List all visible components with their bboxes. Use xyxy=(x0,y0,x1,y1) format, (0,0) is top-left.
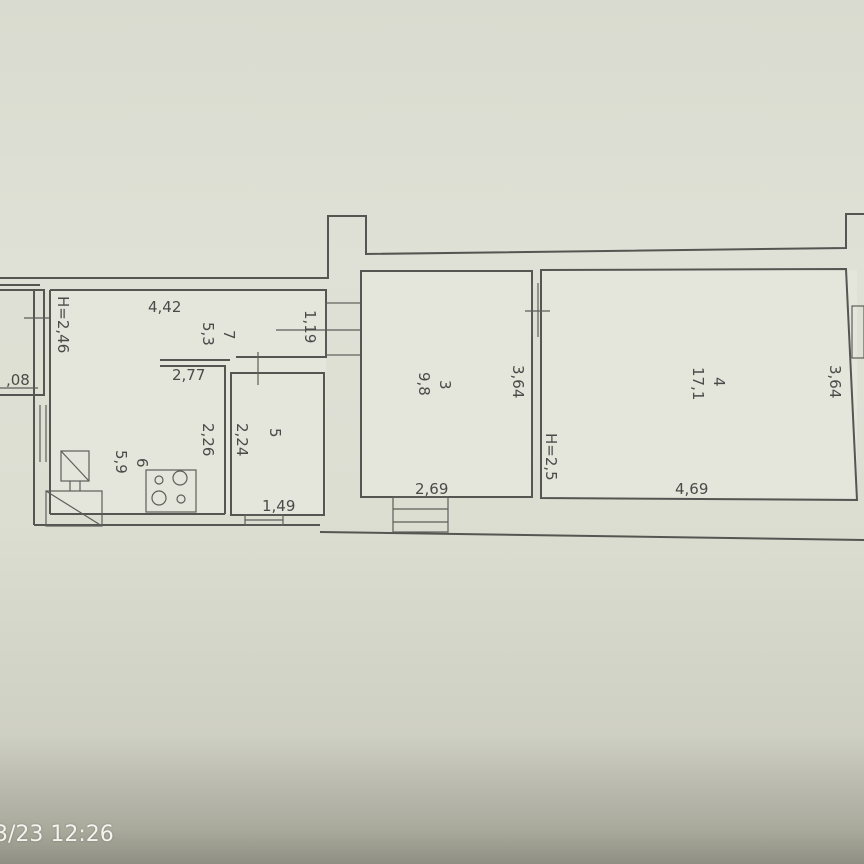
height-right: H=2,5 xyxy=(542,433,560,481)
dim-kitchen-depth: 2,26 xyxy=(199,423,217,456)
dim-bathroom-width: 1,49 xyxy=(262,497,295,515)
room-3 xyxy=(360,270,533,533)
room-area-7: 5,3 xyxy=(199,322,217,346)
room-area-4: 17,1 xyxy=(689,367,707,400)
room-number-4: 4 xyxy=(710,377,728,387)
photo-timestamp: 3/23 12:26 xyxy=(0,822,114,847)
dimension-labels: 4,42 2,77 1,49 2,69 4,69 ,08 1,19 2,26 2… xyxy=(6,296,844,515)
room-4 xyxy=(525,267,864,502)
height-left: H=2,46 xyxy=(54,296,72,353)
dim-kitchen-width: 2,77 xyxy=(172,366,205,384)
dim-room3-depth: 3,64 xyxy=(509,365,527,398)
room-number-7: 7 xyxy=(220,330,238,340)
room-bathroom xyxy=(230,352,325,526)
room-number-6: 6 xyxy=(133,458,151,468)
dim-corridor-length: 4,42 xyxy=(148,298,181,316)
room-area-6: 5,9 xyxy=(112,450,130,474)
dim-neighbor: ,08 xyxy=(6,371,30,389)
dim-room4-depth: 3,64 xyxy=(826,365,844,398)
room-number-3: 3 xyxy=(436,380,454,390)
room-area-3: 9,8 xyxy=(415,372,433,396)
dim-room4-width: 4,69 xyxy=(675,480,708,498)
room-number-labels: 7 5,3 6 5,9 5 3 9,8 4 17,1 xyxy=(112,322,728,474)
dim-bathroom-depth: 2,24 xyxy=(233,423,251,456)
room-number-5: 5 xyxy=(266,428,284,438)
dim-room3-width: 2,69 xyxy=(415,480,448,498)
dim-corridor-width: 1,19 xyxy=(301,310,319,343)
